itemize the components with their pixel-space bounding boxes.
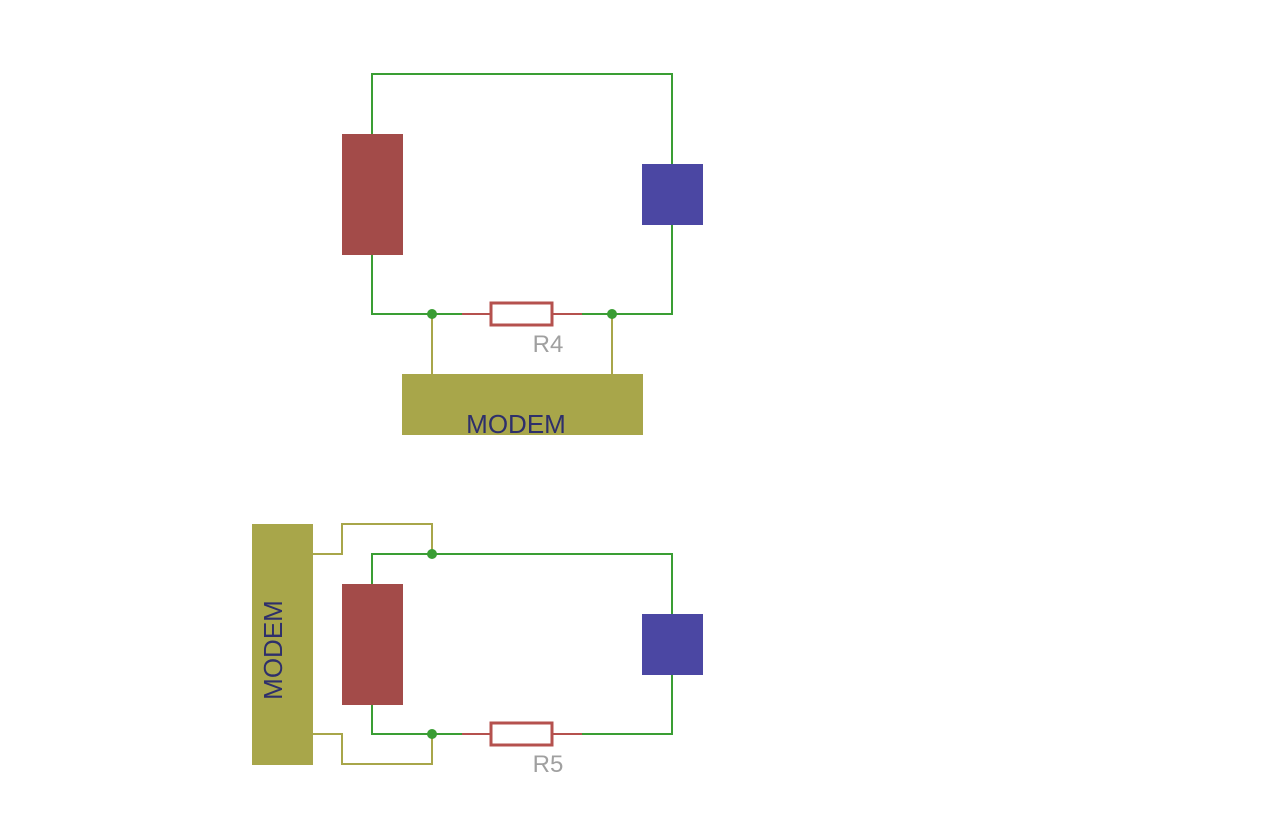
bottom-load-block	[642, 614, 703, 675]
r5-body	[489, 721, 554, 747]
resistor-r5	[462, 721, 582, 747]
top-wire-loop-left	[371, 254, 432, 315]
circuit-top: R4 MODEM	[342, 73, 703, 439]
top-source-block	[342, 134, 403, 255]
resistor-r4-label: R4	[533, 331, 564, 358]
bottom-wire-loop-right	[582, 674, 673, 735]
top-junction-right	[607, 309, 617, 319]
top-wire-loop-right	[612, 224, 673, 315]
r4-body	[489, 301, 554, 327]
bottom-source-block	[342, 584, 403, 705]
top-modem-block	[402, 374, 643, 435]
resistor-r5-label: R5	[533, 751, 564, 778]
circuit-bottom: R5 MODEM	[252, 523, 703, 778]
bottom-modem-block	[252, 524, 313, 765]
bottom-junction-top	[427, 549, 437, 559]
top-junction-left	[427, 309, 437, 319]
top-load-block	[642, 164, 703, 225]
top-wire-loop-top	[371, 73, 673, 164]
bottom-modem-wire-bottom	[312, 733, 433, 765]
bottom-modem-label: MODEM	[258, 600, 288, 700]
resistor-r4	[462, 301, 582, 327]
top-modem-label: MODEM	[466, 409, 566, 439]
bottom-wire-loop-left	[371, 704, 462, 735]
bottom-wire-loop-top	[371, 553, 673, 614]
bottom-modem-wire-top	[312, 523, 433, 555]
bottom-junction-bottom	[427, 729, 437, 739]
